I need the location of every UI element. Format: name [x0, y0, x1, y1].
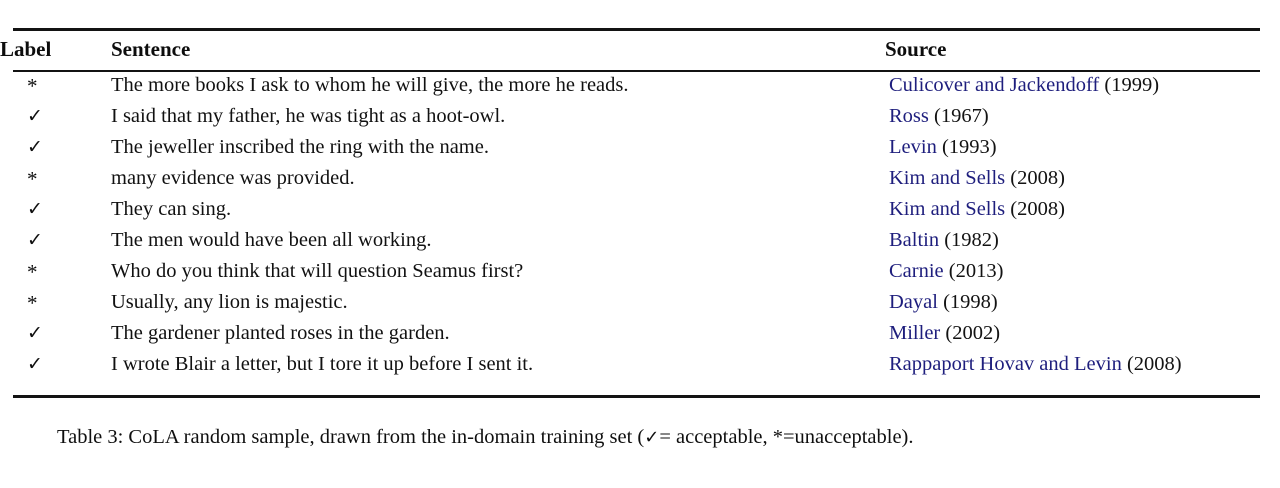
citation-year: (2008): [1010, 167, 1065, 189]
table-row: ✓ I wrote Blair a letter, but I tore it …: [0, 349, 1280, 380]
cell-label: ✓: [0, 132, 111, 163]
acceptable-check-icon: ✓: [27, 105, 43, 127]
cell-source: Culicover and Jackendoff (1999): [885, 70, 1280, 101]
citation-author[interactable]: Culicover and Jackendoff: [889, 74, 1100, 96]
table-body: * The more books I ask to whom he will g…: [0, 70, 1280, 380]
citation-year: (2002): [945, 322, 1001, 344]
cell-source: Ross (1967): [885, 101, 1280, 132]
cell-label: ✓: [0, 349, 111, 380]
citation-author[interactable]: Levin: [889, 136, 937, 158]
cell-label: *: [0, 163, 111, 194]
acceptable-check-icon: ✓: [27, 136, 43, 158]
table-top-rule: [13, 28, 1260, 31]
citation-year: (1993): [941, 136, 997, 158]
cell-label: *: [0, 70, 111, 101]
citation-year: (2008): [1010, 198, 1065, 220]
citation-author[interactable]: Rappaport Hovav and Levin: [889, 353, 1122, 375]
table-header-rule: [13, 70, 1260, 72]
cell-sentence: Who do you think that will question Seam…: [111, 260, 524, 282]
column-header-source: Source: [885, 37, 947, 61]
table-bottom-rule: [13, 395, 1260, 398]
cell-sentence: The more books I ask to whom he will giv…: [111, 74, 629, 96]
cola-sample-table: Label Sentence Source * The more books I…: [0, 34, 1280, 380]
cell-sentence: I wrote Blair a letter, but I tore it up…: [111, 353, 534, 375]
citation-year: (1967): [934, 105, 989, 127]
unacceptable-star-icon: *: [27, 291, 38, 315]
citation-author[interactable]: Carnie: [889, 260, 944, 282]
unacceptable-star-icon: *: [27, 167, 38, 191]
acceptable-check-icon: ✓: [27, 229, 43, 251]
cell-source: Carnie (2013): [885, 256, 1280, 287]
table-row: ✓ They can sing. Kim and Sells (2008): [0, 194, 1280, 225]
citation-year: (2008): [1126, 353, 1182, 375]
cell-source: Dayal (1998): [885, 287, 1280, 318]
cell-sentence: The men would have been all working.: [111, 229, 432, 251]
table-row: * many evidence was provided. Kim and Se…: [0, 163, 1280, 194]
citation-author[interactable]: Miller: [889, 322, 941, 344]
acceptable-check-icon: ✓: [27, 322, 43, 344]
cell-label: ✓: [0, 318, 111, 349]
caption-check-icon: ✓: [644, 427, 660, 448]
table-row: * Who do you think that will question Se…: [0, 256, 1280, 287]
cell-source: Levin (1993): [885, 132, 1280, 163]
unacceptable-star-icon: *: [27, 260, 38, 284]
citation-year: (2013): [948, 260, 1004, 282]
cell-sentence: The gardener planted roses in the garden…: [111, 322, 450, 344]
cell-sentence: They can sing.: [111, 198, 232, 220]
cell-label: ✓: [0, 101, 111, 132]
cell-source: Kim and Sells (2008): [885, 194, 1280, 225]
citation-year: (1999): [1104, 74, 1160, 96]
cell-source: Miller (2002): [885, 318, 1280, 349]
unacceptable-star-icon: *: [27, 74, 38, 98]
citation-author[interactable]: Ross: [889, 105, 929, 127]
cell-source: Rappaport Hovav and Levin (2008): [885, 349, 1280, 380]
table-row: ✓ The men would have been all working. B…: [0, 225, 1280, 256]
cell-sentence: Usually, any lion is majestic.: [111, 291, 348, 313]
caption-suffix: = acceptable, *=unacceptable).: [659, 426, 914, 448]
cell-label: *: [0, 256, 111, 287]
citation-author[interactable]: Kim and Sells: [889, 167, 1006, 189]
table-caption: Table 3: CoLA random sample, drawn from …: [57, 423, 1232, 452]
citation-author[interactable]: Baltin: [889, 229, 940, 251]
citation-author[interactable]: Dayal: [889, 291, 938, 313]
cell-source: Baltin (1982): [885, 225, 1280, 256]
table-header-row: Label Sentence Source: [0, 34, 1280, 70]
table-row: ✓ I said that my father, he was tight as…: [0, 101, 1280, 132]
citation-year: (1982): [944, 229, 999, 251]
acceptable-check-icon: ✓: [27, 353, 43, 375]
cell-label: ✓: [0, 194, 111, 225]
citation-author[interactable]: Kim and Sells: [889, 198, 1006, 220]
table-row: * The more books I ask to whom he will g…: [0, 70, 1280, 101]
caption-prefix: Table 3: CoLA random sample, drawn from …: [57, 426, 645, 448]
cell-sentence: many evidence was provided.: [111, 167, 355, 189]
cell-label: *: [0, 287, 111, 318]
citation-year: (1998): [943, 291, 998, 313]
column-header-sentence: Sentence: [111, 37, 191, 61]
cell-source: Kim and Sells (2008): [885, 163, 1280, 194]
acceptable-check-icon: ✓: [27, 198, 43, 220]
cell-label: ✓: [0, 225, 111, 256]
cell-sentence: The jeweller inscribed the ring with the…: [111, 136, 489, 158]
table-row: ✓ The jeweller inscribed the ring with t…: [0, 132, 1280, 163]
table-row: ✓ The gardener planted roses in the gard…: [0, 318, 1280, 349]
cell-sentence: I said that my father, he was tight as a…: [111, 105, 506, 127]
column-header-label: Label: [0, 37, 52, 61]
table-row: * Usually, any lion is majestic. Dayal (…: [0, 287, 1280, 318]
